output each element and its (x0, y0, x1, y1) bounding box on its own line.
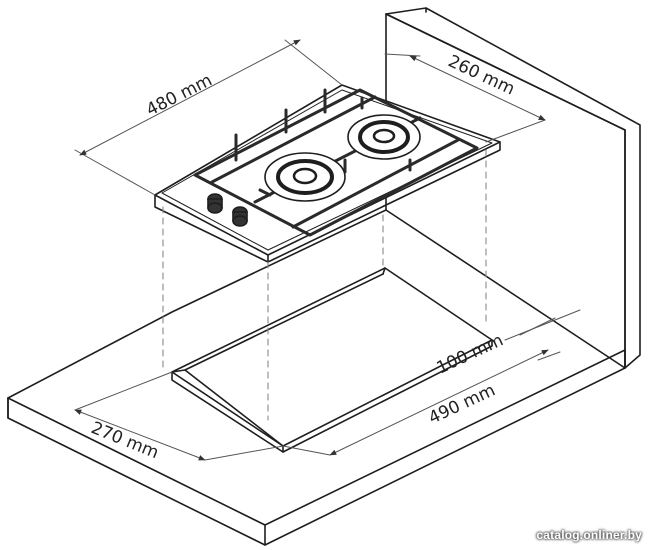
projection-lines (162, 149, 487, 421)
watermark: catalog.onliner.by (536, 528, 642, 542)
burner-front (264, 152, 346, 202)
control-knobs (207, 193, 248, 227)
dimension-hob-width: 480 mm (143, 70, 215, 120)
dimension-lines (74, 39, 581, 461)
burner-rear (347, 114, 421, 160)
